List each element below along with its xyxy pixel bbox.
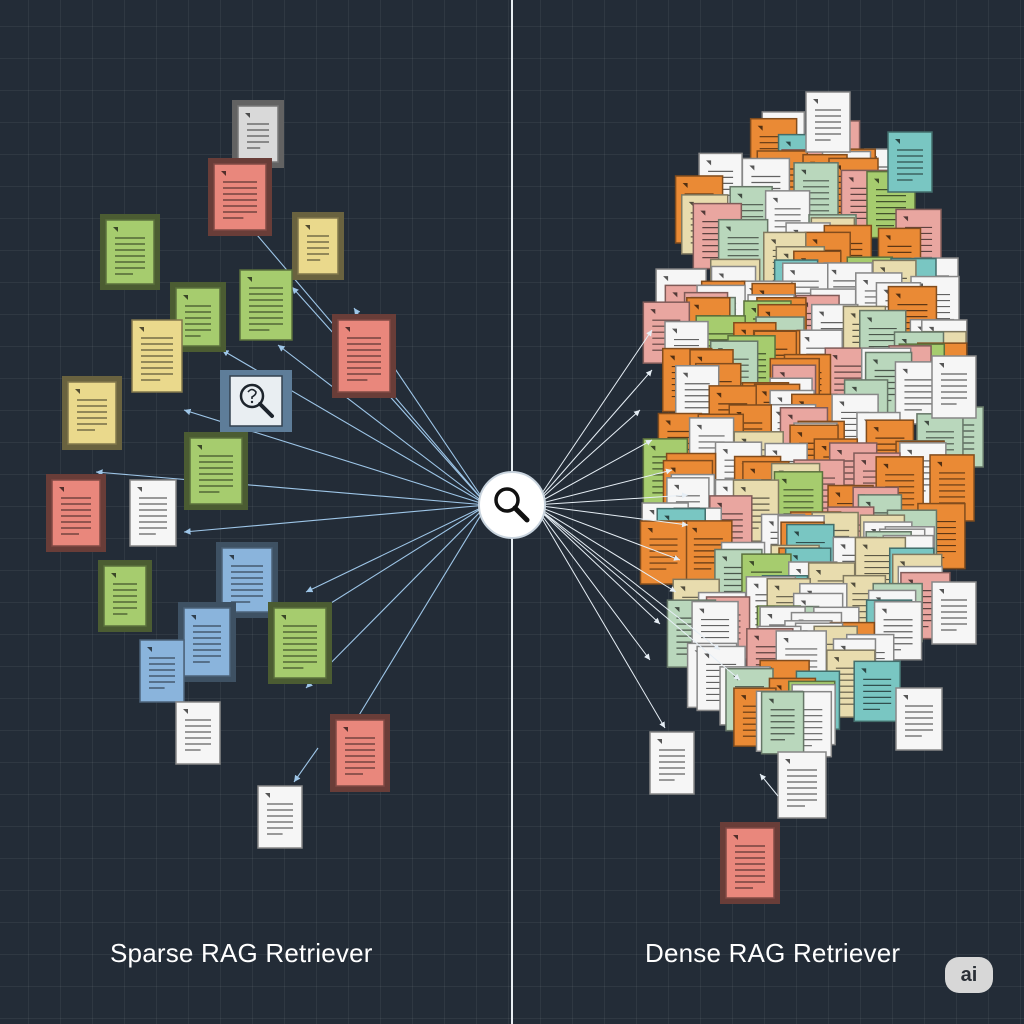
sparse-document-icon [98,560,152,632]
sparse-document-icon [175,701,221,765]
dense-document-icon [649,731,695,795]
retrieval-arrow [293,747,319,783]
retrieval-arrow [533,468,673,506]
sparse-document-icon [170,282,226,352]
sparse-document-icon [239,269,293,341]
dense-document-icon [760,691,805,755]
sparse-document-icon [292,212,344,280]
question-magnifier-icon [220,370,292,432]
sparse-document-icon [129,479,177,547]
retrieval-arrow [95,469,488,506]
retrieval-arrow [533,409,641,506]
dense-document-icon [777,751,827,819]
retrieval-arrow [183,504,488,535]
dense-document-icon [895,687,943,751]
dense-document-icon [639,520,688,585]
dense-document-icon [720,822,780,904]
retrieval-arrow [759,773,779,797]
ai-badge: ai [945,957,993,993]
dense-document-icon [931,355,977,419]
retrieval-arrow [533,504,681,561]
retrieval-arrow [349,504,488,731]
dense-retriever-label: Dense RAG Retriever [645,938,901,968]
retrieval-arrow [533,504,651,661]
dense-document-icon [805,91,851,153]
sparse-document-icon [332,314,396,398]
retrieval-arrow [305,504,488,689]
retrieval-arrow [533,504,741,681]
retrieval-arrow [533,504,689,528]
retrieval-arrow [533,492,689,506]
retrieval-arrow [533,504,666,729]
retrieval-arrow [533,504,661,625]
dense-document-icon [931,581,977,645]
sparse-document-icon [46,474,106,552]
sparse-document-icon [62,376,122,450]
sparse-document-icon [100,214,160,290]
sparse-document-icon [257,785,303,849]
dense-document-icon [887,131,933,193]
sparse-document-icon [208,158,272,236]
sparse-document-icon [330,714,390,792]
sparse-document-icon [268,602,332,684]
retrieval-arrow [533,439,653,506]
retrieval-arrow [305,504,488,593]
retrieval-arrow [533,504,677,593]
sparse-document-icon [232,100,284,168]
sparse-document-icon [184,432,248,510]
retrieval-arrow [533,504,721,651]
dense-document-icon [853,660,901,723]
sparse-document-icon [139,639,185,703]
magnifier-icon [478,471,546,539]
sparse-document-icon [178,602,236,682]
retrieval-arrow [533,369,653,506]
sparse-retriever-label: Sparse RAG Retriever [110,938,373,968]
sparse-document-icon [131,319,183,393]
retrieval-arrow [277,344,488,506]
retrieval-arrow [533,329,653,506]
